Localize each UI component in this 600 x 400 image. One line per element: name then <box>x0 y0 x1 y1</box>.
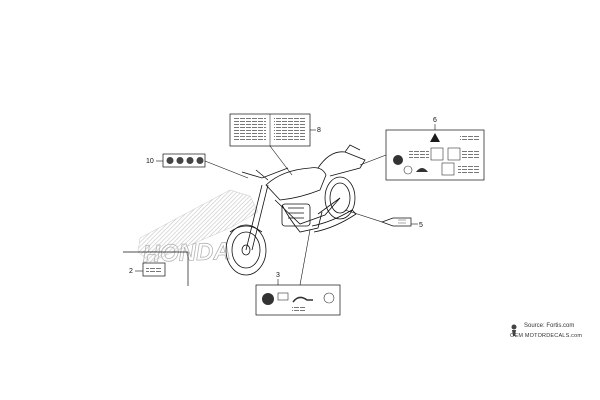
brake-icon <box>186 157 194 164</box>
load-limit-icon <box>441 162 455 176</box>
motorcycle-illustration <box>225 144 366 276</box>
warning-triangle-icon <box>430 133 440 142</box>
callout-2: 2 <box>129 268 133 275</box>
front-wheel <box>225 224 267 276</box>
helmet-icon <box>403 165 413 175</box>
callout-8: 8 <box>317 127 321 134</box>
watermark-site: OEM MOTORDECALS.com <box>510 333 583 339</box>
motorcycle-icon <box>292 296 313 303</box>
caution-label-8: 8 <box>229 113 321 176</box>
manual-icon <box>393 155 403 165</box>
gear-icon <box>196 157 204 164</box>
luggage-icon <box>447 147 461 161</box>
chain-icon <box>176 157 184 164</box>
callout-10: 10 <box>146 158 154 165</box>
rear-wheel <box>324 176 356 220</box>
icon-label-10: 10 <box>146 153 249 179</box>
callout-3: 3 <box>276 272 280 279</box>
watermark-logo-icon <box>507 323 521 337</box>
side-decal-2: 2 <box>123 251 189 286</box>
tire-icon <box>166 157 174 164</box>
warning-label-6: 6 <box>359 117 485 181</box>
icon-label-3: 3 <box>255 229 341 316</box>
passenger-icon <box>430 147 444 161</box>
manual-icon <box>262 293 274 305</box>
watermark-source: Source: Fortis.com <box>524 323 575 329</box>
callout-5: 5 <box>419 222 423 229</box>
battery-icon <box>277 292 289 301</box>
tank-decal-honda: HONDA <box>137 189 259 268</box>
callout-6: 6 <box>433 117 437 124</box>
inspection-icon <box>323 292 335 304</box>
rider-icon <box>416 168 428 172</box>
tag-label-5: 5 <box>344 209 423 229</box>
